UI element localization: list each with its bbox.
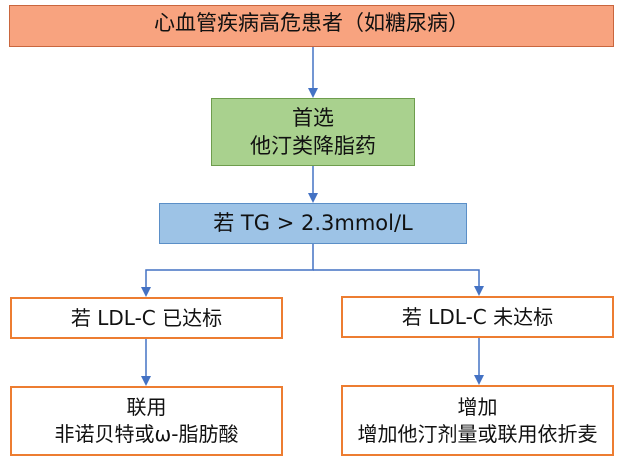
node-first-choice: 首选 他汀类降脂药 (211, 98, 415, 166)
node-ldl-met: 若 LDL-C 已达标 (10, 297, 283, 339)
node-increase-therapy: 增加 增加他汀剂量或联用依折麦 (341, 385, 614, 456)
node-ldl-not-met: 若 LDL-C 未达标 (341, 296, 614, 338)
arrow-tg-to-ldl-not-ok (313, 269, 484, 296)
node-combination-therapy: 联用 非诺贝特或ω-脂肪酸 (10, 386, 283, 456)
node-tg-condition: 若 TG > 2.3mmol/L (159, 203, 467, 244)
node-high-risk-patients: 心血管疾病高危患者（如糖尿病） (9, 5, 614, 47)
node-tg-condition-label: 若 TG > 2.3mmol/L (213, 211, 413, 236)
node-increase-therapy-line1: 增加 (457, 394, 498, 419)
node-high-risk-patients-title: 心血管疾病高危患者（如糖尿病） (154, 11, 469, 35)
node-combination-therapy-line2: 非诺贝特或ω-脂肪酸 (54, 422, 239, 446)
node-ldl-not-met-label: 若 LDL-C 未达标 (401, 304, 554, 329)
node-first-choice-line1: 首选 (292, 105, 334, 130)
node-increase-therapy-line2: 增加他汀剂量或联用依折麦 (357, 421, 598, 446)
node-combination-therapy-line1: 联用 (126, 395, 167, 419)
node-ldl-met-label: 若 LDL-C 已达标 (70, 305, 223, 330)
arrow-tg-to-ldl-ok (141, 244, 314, 297)
node-first-choice-line2: 他汀类降脂药 (250, 134, 376, 158)
